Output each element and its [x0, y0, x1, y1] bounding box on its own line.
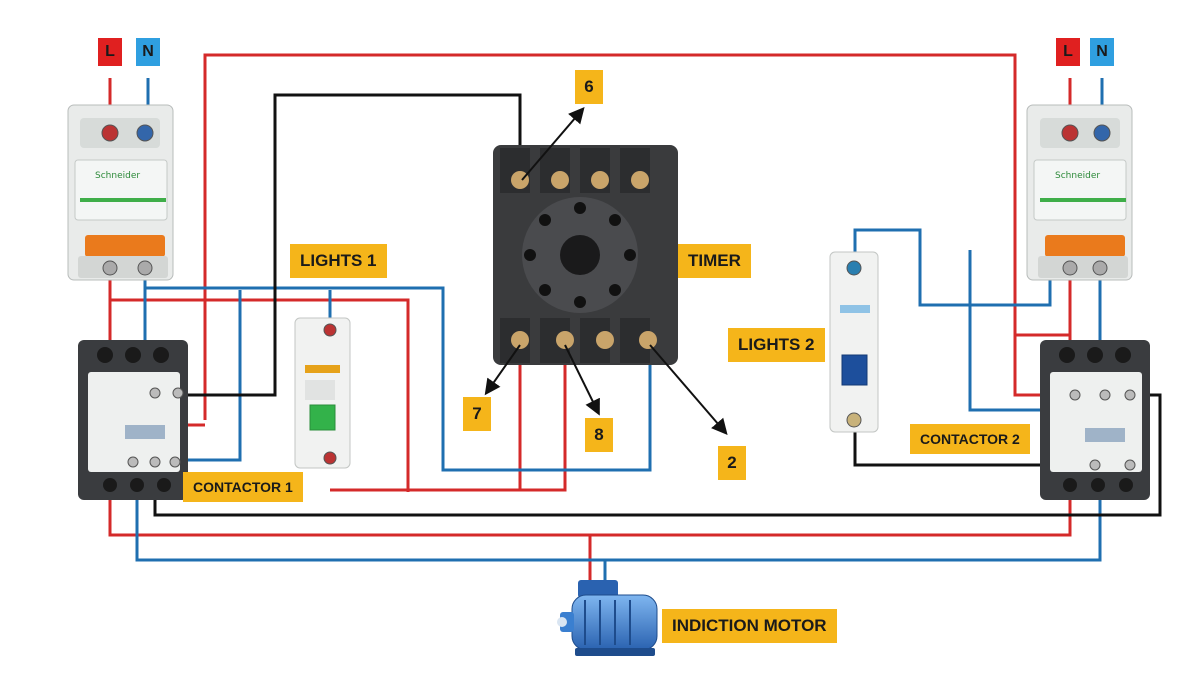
timer-label: TIMER	[678, 244, 751, 278]
contactor-2	[1040, 340, 1150, 500]
timer-pin-6: 6	[575, 70, 603, 104]
timer-pin-arrows	[484, 106, 728, 436]
line-tag-left: L	[98, 38, 122, 66]
lights-1-label: LIGHTS 1	[290, 244, 387, 278]
lights-2-indicator	[829, 251, 879, 433]
induction-motor	[557, 580, 658, 656]
breaker-brand-left: Schneider	[95, 171, 140, 181]
timer-socket	[493, 145, 678, 365]
timer-pin-8: 8	[585, 418, 613, 452]
timer-pin-2: 2	[718, 446, 746, 480]
neutral-tag-left: N	[136, 38, 160, 66]
timer-pin-7: 7	[463, 397, 491, 431]
neutral-tag-right: N	[1090, 38, 1114, 66]
breaker-left: Schneider	[67, 104, 174, 281]
contactor-1	[78, 340, 188, 500]
contactor-1-label: CONTACTOR 1	[183, 472, 303, 502]
contactor-2-label: CONTACTOR 2	[910, 424, 1030, 454]
lights-1-indicator	[294, 317, 351, 469]
lights-2-label: LIGHTS 2	[728, 328, 825, 362]
line-tag-right: L	[1056, 38, 1080, 66]
motor-label: INDICTION MOTOR	[662, 609, 837, 643]
breaker-brand-right: Schneider	[1055, 171, 1100, 181]
breaker-right: Schneider	[1026, 104, 1133, 281]
